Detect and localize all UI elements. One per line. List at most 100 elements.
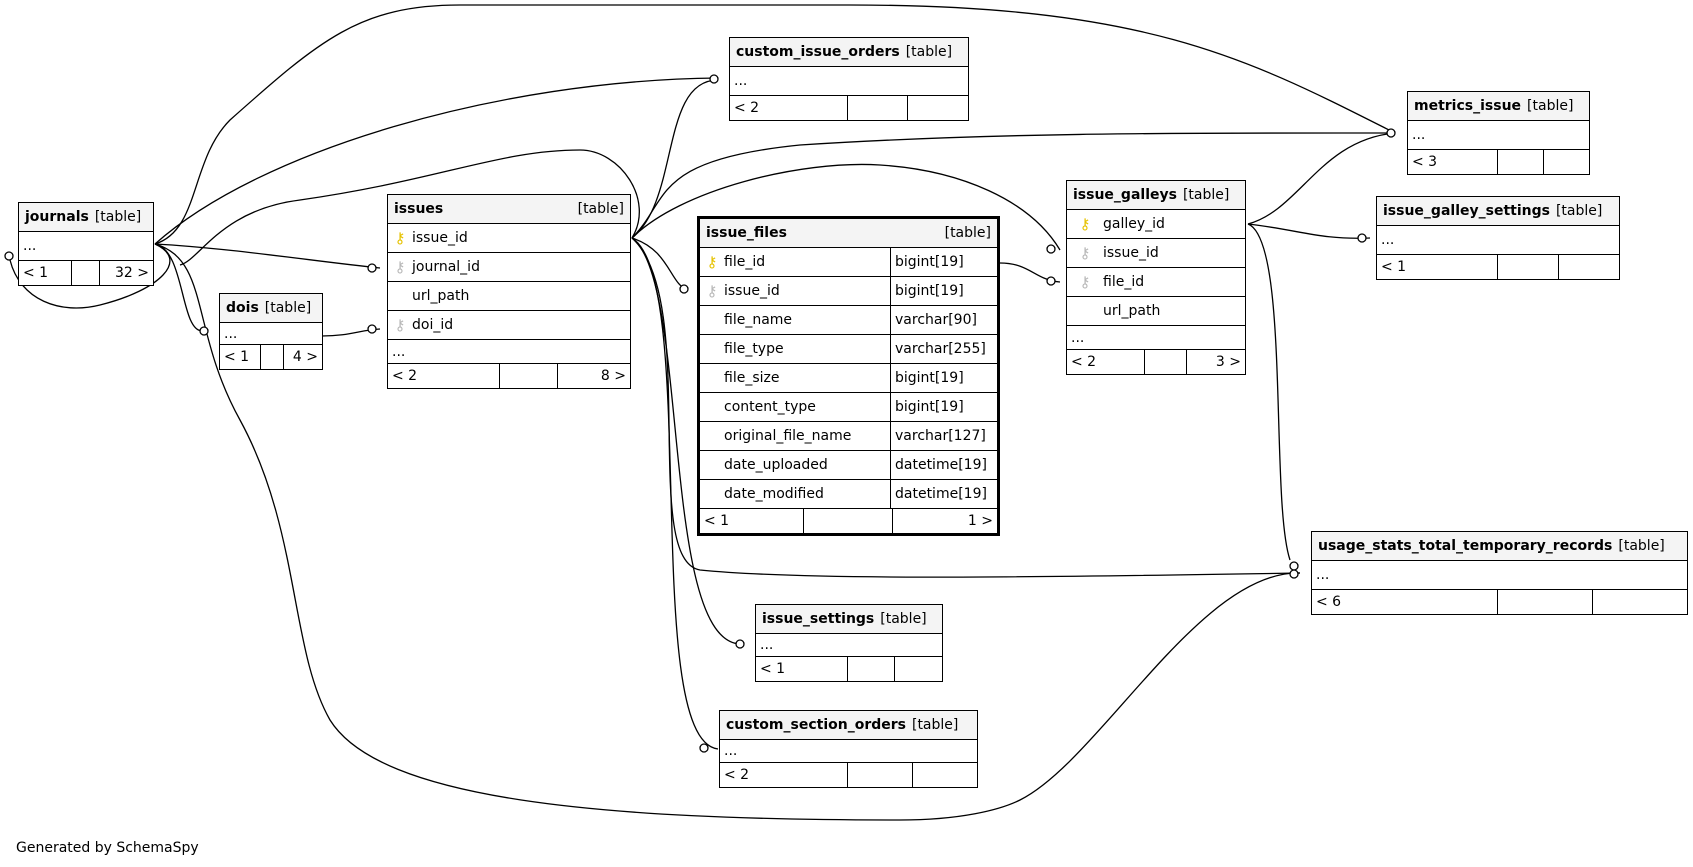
children-count[interactable] bbox=[1559, 255, 1619, 279]
table-issue-settings[interactable]: issue_settings[table] ... < 1 bbox=[755, 604, 943, 682]
table-kind: [table] bbox=[1618, 538, 1665, 554]
table-name: issue_settings bbox=[762, 611, 875, 627]
ellipsis-row: ... bbox=[730, 67, 968, 96]
table-usage-stats-total-temporary-records[interactable]: usage_stats_total_temporary_records[tabl… bbox=[1311, 531, 1688, 615]
column-name: issue_id bbox=[412, 230, 468, 246]
edge-issues-issue-galleys bbox=[631, 163, 1061, 251]
table-journals[interactable]: journals[table] ... < 1 32 > bbox=[18, 202, 154, 286]
edge-issue-galleys-metrics-issue bbox=[1247, 132, 1396, 225]
parents-count[interactable]: < 1 bbox=[756, 657, 848, 681]
table-kind: [table] bbox=[1555, 203, 1603, 219]
column-row[interactable]: ⚷file_id bbox=[1067, 268, 1245, 297]
column-name: content_type bbox=[724, 393, 891, 421]
children-count[interactable] bbox=[895, 657, 942, 681]
columns-count bbox=[1498, 255, 1559, 279]
columns-count bbox=[848, 763, 913, 787]
table-header: issue_galleys [table] bbox=[1067, 181, 1245, 210]
column-type: varchar[255] bbox=[895, 341, 986, 357]
table-header: metrics_issue[table] bbox=[1408, 92, 1589, 121]
edge-journals-issues bbox=[154, 243, 381, 269]
table-kind: [table] bbox=[1527, 98, 1574, 114]
children-count[interactable]: 4 > bbox=[292, 349, 318, 365]
table-issue-galleys[interactable]: issue_galleys [table] ⚷galley_id ⚷issue_i… bbox=[1066, 180, 1246, 375]
children-count[interactable] bbox=[1544, 150, 1589, 174]
column-type: varchar[127] bbox=[895, 428, 986, 444]
table-name: issue_galleys bbox=[1073, 187, 1177, 203]
table-kind: [table] bbox=[905, 44, 953, 60]
table-issues[interactable]: issues[table] ⚷issue_id ⚷journal_id url_… bbox=[387, 194, 631, 389]
columns-count bbox=[1498, 150, 1544, 174]
column-row[interactable]: ⚷issue_id bbox=[1067, 239, 1245, 268]
table-footer: < 1 bbox=[1377, 255, 1619, 279]
table-metrics-issue[interactable]: metrics_issue[table] ... < 3 bbox=[1407, 91, 1590, 175]
table-custom-issue-orders[interactable]: custom_issue_orders [table] ... < 2 bbox=[729, 37, 969, 121]
parents-count[interactable]: < 2 bbox=[720, 763, 848, 787]
table-name: issue_galley_settings bbox=[1383, 203, 1550, 219]
table-custom-section-orders[interactable]: custom_section_orders[table] ... < 2 bbox=[719, 710, 978, 788]
column-type: bigint[19] bbox=[895, 254, 964, 270]
ellipsis-row: ... bbox=[720, 740, 977, 763]
parents-count[interactable]: < 1 bbox=[1377, 255, 1498, 279]
column-name: issue_id bbox=[1103, 245, 1159, 261]
table-kind: [table] bbox=[1182, 187, 1230, 203]
column-row[interactable]: ⚷doi_id bbox=[388, 311, 630, 340]
ellipsis-row: ... bbox=[1408, 121, 1589, 150]
ellipsis-row: ... bbox=[19, 232, 153, 261]
ellipsis-row: ... bbox=[1377, 226, 1619, 255]
column-row[interactable]: ⚷galley_id bbox=[1067, 210, 1245, 239]
column-name: galley_id bbox=[1103, 216, 1165, 232]
table-footer: < 2 bbox=[730, 96, 968, 120]
column-row[interactable]: ⚷journal_id bbox=[388, 253, 630, 282]
ellipsis-row: ... bbox=[1067, 326, 1245, 350]
table-name: custom_issue_orders bbox=[736, 44, 900, 60]
table-footer: < 1 bbox=[756, 657, 942, 681]
children-count[interactable] bbox=[913, 763, 977, 787]
columns-count bbox=[72, 261, 100, 285]
parents-count[interactable]: < 1 bbox=[220, 345, 261, 369]
column-name: file_type bbox=[724, 335, 891, 363]
parents-count[interactable]: < 6 bbox=[1312, 590, 1498, 614]
table-header: custom_section_orders[table] bbox=[720, 711, 977, 740]
columns-count bbox=[1498, 590, 1593, 614]
children-count[interactable]: 3 > bbox=[1215, 354, 1241, 370]
table-issue-galley-settings[interactable]: issue_galley_settings [table] ... < 1 bbox=[1376, 196, 1620, 280]
column-name: doi_id bbox=[412, 317, 454, 333]
column-type: datetime[19] bbox=[895, 486, 987, 502]
parents-count[interactable]: < 2 bbox=[388, 364, 500, 388]
children-count[interactable]: 1 > bbox=[967, 513, 993, 529]
column-name: file_name bbox=[724, 306, 891, 334]
table-kind: [table] bbox=[880, 611, 927, 627]
parents-count[interactable]: < 1 bbox=[19, 261, 72, 285]
column-row[interactable]: url_path bbox=[388, 282, 630, 311]
children-count[interactable]: 8 > bbox=[600, 368, 626, 384]
table-header: issue_files[table] bbox=[700, 219, 997, 248]
columns-count bbox=[848, 96, 908, 120]
edge-issues-custom-issue-orders bbox=[631, 79, 719, 239]
column-type: bigint[19] bbox=[895, 399, 964, 415]
table-header: custom_issue_orders [table] bbox=[730, 38, 968, 67]
column-row[interactable]: url_path bbox=[1067, 297, 1245, 326]
children-count[interactable]: 32 > bbox=[115, 265, 149, 281]
table-dois[interactable]: dois[table] ... < 1 4 > bbox=[219, 293, 323, 370]
table-kind: [table] bbox=[911, 717, 959, 733]
children-count[interactable] bbox=[1593, 590, 1687, 614]
parents-count[interactable]: < 2 bbox=[730, 96, 848, 120]
column-row[interactable]: ⚷issue_id bbox=[388, 224, 630, 253]
parents-count[interactable]: < 1 bbox=[700, 509, 804, 533]
parents-count[interactable]: < 3 bbox=[1408, 150, 1498, 174]
children-count[interactable] bbox=[908, 96, 968, 120]
column-name: date_uploaded bbox=[724, 451, 891, 479]
parents-count[interactable]: < 2 bbox=[1067, 350, 1145, 374]
table-kind: [table] bbox=[577, 201, 624, 217]
